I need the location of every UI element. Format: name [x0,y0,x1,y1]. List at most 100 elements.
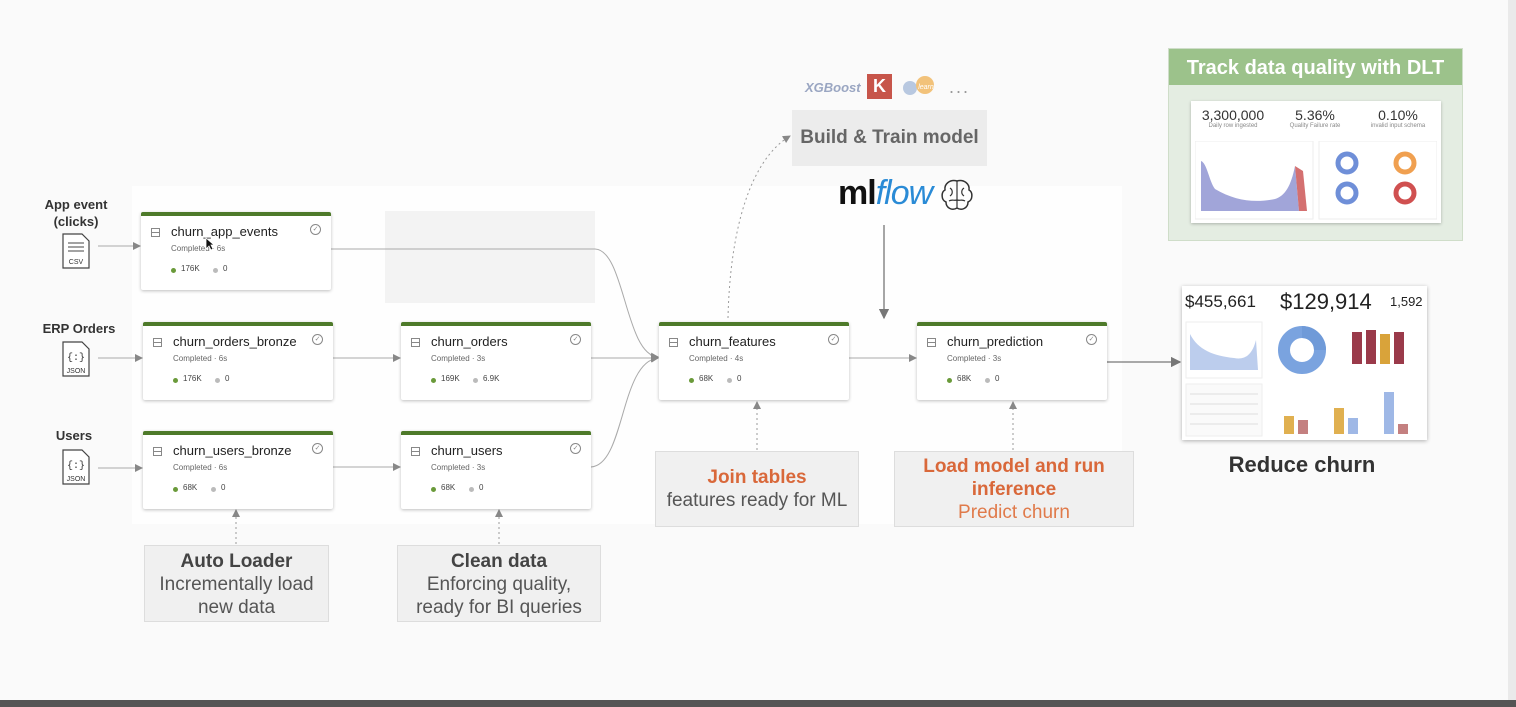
file-type-label: JSON [67,476,86,483]
callout-text: features ready for ML [666,490,848,511]
keras-logo: K [867,74,892,99]
dlt-dashboard-thumbnail: 3,300,000 Daily row ingested 5.36% Quali… [1191,101,1441,223]
table-icon [669,338,678,347]
node-rows-dropped: 0 [221,483,226,492]
dropped-dot-icon [215,378,220,383]
table-icon [927,338,936,347]
check-circle-icon: ✓ [570,443,581,454]
check-circle-icon: ✓ [312,443,323,454]
callout-title: inference [971,479,1057,500]
kpi-value: 3,300,000 [1201,107,1265,123]
callout-text: Enforcing quality, [426,574,572,595]
more-libraries: ... [949,77,971,97]
table-icon [411,338,420,347]
dlt-kpi: 3,300,000 Daily row ingested [1197,107,1269,129]
callout-title: Clean data [450,551,548,572]
node-rows-dropped: 0 [995,374,1000,383]
file-type-label: JSON [67,368,86,375]
node-churn-users-bronze[interactable]: churn_users_bronze Completed · 6s ✓ 68K … [143,431,333,509]
node-status: Completed · 3s [431,354,486,363]
kpi-label: Quality Failure rate [1289,123,1341,129]
table-icon [153,447,162,456]
file-type-label: CSV [69,259,84,266]
callout-text: ready for BI queries [416,597,582,618]
table-icon [151,228,160,237]
rows-dot-icon [173,487,178,492]
node-status: Completed · 6s [173,463,228,472]
dashboard-kpi-3: 1,592 [1390,294,1423,309]
node-name: churn_users_bronze [173,443,292,458]
node-churn-orders[interactable]: churn_orders Completed · 3s ✓ 169K 6.9K [401,322,591,400]
node-churn-users[interactable]: churn_users Completed · 3s ✓ 68K 0 [401,431,591,509]
rows-dot-icon [171,268,176,273]
rows-dot-icon [173,378,178,383]
dropped-dot-icon [469,487,474,492]
dropped-dot-icon [985,378,990,383]
node-name: churn_users [431,443,503,458]
churn-charts-thumbnail [1185,321,1408,437]
callout-clean-data: Clean data Enforcing quality, ready for … [397,545,601,622]
mlflow-logo: mlflow [838,174,933,213]
node-status: Completed · 3s [431,463,486,472]
mlflow-ml-text: ml [838,174,877,212]
brain-icon [941,179,973,210]
check-circle-icon: ✓ [570,334,581,345]
kpi-value: 5.36% [1295,107,1335,123]
placeholder-box [385,211,595,303]
node-rows-written: 68K [183,483,198,492]
csv-file-icon: CSV [62,233,90,269]
source-app-event-label: App event (clicks) [36,196,116,230]
node-rows-dropped: 0 [479,483,484,492]
dropped-dot-icon [213,268,218,273]
table-icon [411,447,420,456]
node-churn-features[interactable]: churn_features Completed · 4s ✓ 68K 0 [659,322,849,400]
kpi-label: Daily row ingested [1208,123,1258,129]
dropped-dot-icon [473,378,478,383]
dlt-quality-card: Track data quality with DLT 3,300,000 Da… [1168,48,1463,241]
node-rows-dropped: 0 [225,374,230,383]
node-status: Completed · 4s [689,354,744,363]
sklearn-logo: learn [903,76,934,95]
wire-features-build [727,135,791,319]
wire-app-events-features [331,248,659,361]
callout-text: Predict churn [958,502,1070,523]
node-name: churn_orders_bronze [173,334,297,349]
node-churn-orders-bronze[interactable]: churn_orders_bronze Completed · 6s ✓ 176… [143,322,333,400]
callout-text: Incrementally load [159,574,314,595]
xgboost-logo: XGBoost [805,80,861,95]
callout-text: new data [197,597,276,618]
check-circle-icon: ✓ [310,224,321,235]
json-file-icon: {:} JSON [62,341,90,377]
bottom-bar [0,700,1516,707]
callout-title: Join tables [707,467,807,488]
build-train-model-box: Build & Train model [792,110,987,166]
node-status: Completed · 3s [947,354,1002,363]
node-rows-dropped: 0 [223,264,228,273]
node-churn-prediction[interactable]: churn_prediction Completed · 3s ✓ 68K 0 [917,322,1107,400]
callout-join-tables: Join tables features ready for ML [655,451,859,527]
node-churn-app-events[interactable]: churn_app_events Completed · 6s ✓ 176K 0 [141,212,331,290]
dropped-dot-icon [727,378,732,383]
rows-dot-icon [431,378,436,383]
kpi-value: 0.10% [1378,107,1418,123]
rows-dot-icon [947,378,952,383]
table-icon [153,338,162,347]
node-rows-dropped: 6.9K [483,374,500,383]
callout-title: Load model and run [923,456,1105,477]
node-rows-dropped: 0 [737,374,742,383]
mouse-cursor-icon [205,237,215,251]
source-label-line: ERP Orders [42,321,116,336]
sklearn-text: learn [918,84,934,91]
callout-auto-loader: Auto Loader Incrementally load new data [144,545,329,622]
window-edge [1508,0,1516,700]
node-name: churn_app_events [171,224,278,239]
node-name: churn_prediction [947,334,1044,349]
source-label-line: App event [44,197,108,212]
callout-load-model: Load model and run inference Predict chu… [894,451,1134,527]
node-name: churn_features [689,334,776,349]
rows-dot-icon [431,487,436,492]
dashboard-kpi-1: $455,661 [1185,292,1256,311]
source-erp-orders-label: ERP Orders [36,320,122,337]
kpi-label: invalid input schema [1370,123,1426,129]
node-rows-written: 68K [441,483,456,492]
